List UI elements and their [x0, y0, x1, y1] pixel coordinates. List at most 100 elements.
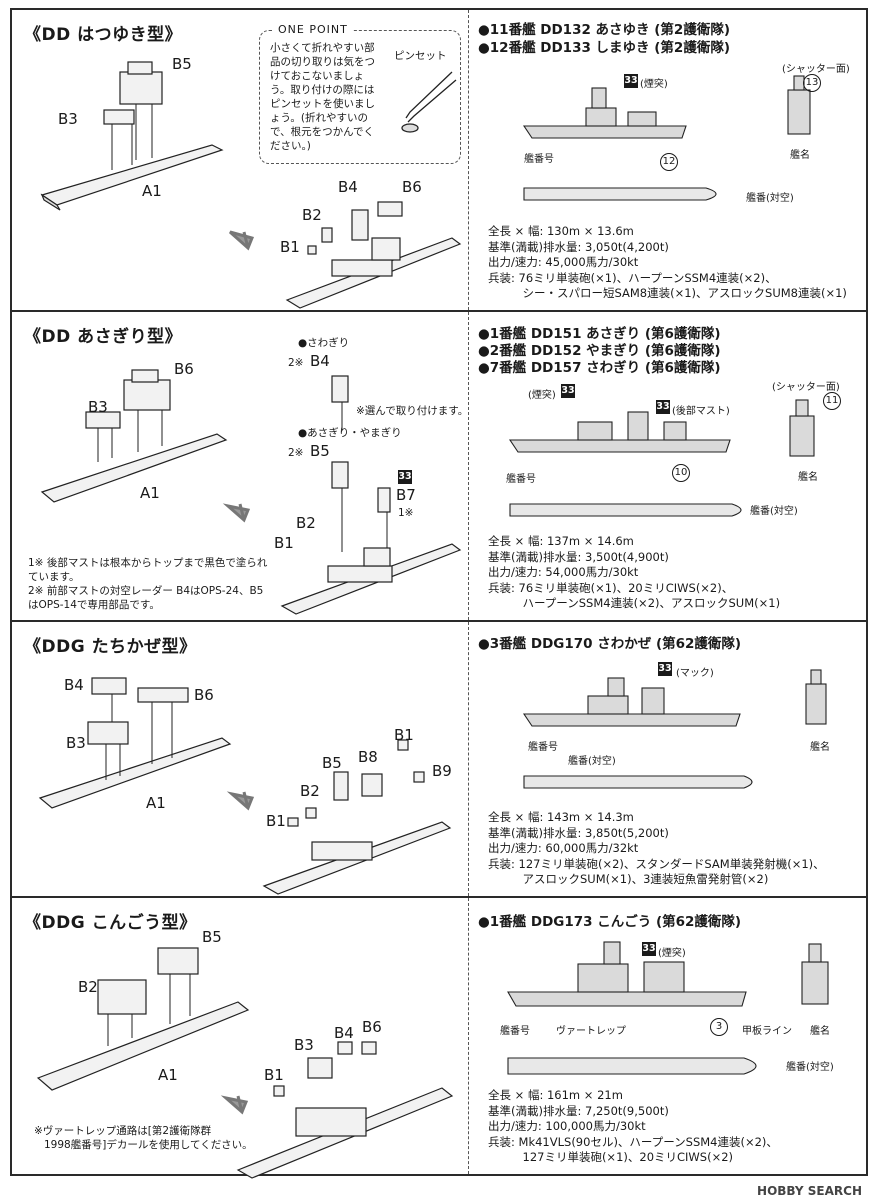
part-label: B6 — [402, 178, 422, 196]
ship-name: ●1番艦 DD151 あさぎり (第6護衛隊) — [478, 326, 721, 342]
variant-note: ●あさぎり・やまぎり — [298, 427, 402, 439]
decal-badge: 33 — [624, 74, 638, 88]
callout-label: 艦名 — [810, 1026, 830, 1037]
ship-name: ●2番艦 DD152 やまぎり (第6護衛隊) — [478, 343, 721, 359]
part-label: B5 — [322, 754, 342, 772]
decal-number: 11 — [823, 392, 841, 410]
part-label: B1 — [264, 1066, 284, 1084]
spec-line: 全長 × 幅: 161m × 21m — [488, 1088, 623, 1102]
part-label: B2 — [296, 514, 316, 532]
part-label: B4 — [334, 1024, 354, 1042]
callout-label: (煙突) — [658, 948, 686, 959]
spec-line: アスロックSUM(×1)、3連装短魚雷発射管(×2) — [488, 872, 769, 886]
spec-line: 兵装: 76ミリ単装砲(×1)、ハープーンSSM4連装(×2)、 — [488, 270, 777, 285]
ship-specs: 全長 × 幅: 137m × 14.6m 基準(満載)排水量: 3,500t(4… — [488, 534, 780, 612]
ship-name: ●7番艦 DD157 さわぎり (第6護衛隊) — [478, 360, 721, 376]
decal-number: 13 — [803, 74, 821, 92]
part-label: A1 — [158, 1066, 178, 1084]
part-label: B2 — [78, 978, 98, 996]
decal-number: 10 — [672, 464, 690, 482]
callout-label: 艦名 — [810, 742, 830, 753]
part-label: B1 — [274, 534, 294, 552]
ship-name: ●11番艦 DD132 あさゆき (第2護衛隊) — [478, 22, 730, 38]
hull-a1-drawing — [40, 61, 462, 309]
one-point-header: ONE POINT — [274, 23, 352, 36]
callout-label: (シャッター面) — [772, 382, 840, 393]
spec-line: 基準(満載)排水量: 3,850t(5,200t) — [488, 825, 669, 840]
callout-label: ヴァートレップ — [556, 1026, 626, 1037]
part-label: B8 — [358, 748, 378, 766]
callout-label: 艦番号 — [524, 154, 554, 165]
section-title: 《DD はつゆき型》 — [24, 25, 183, 45]
callout-label: 艦番(対空) — [786, 1062, 834, 1073]
callout-label: 艦名 — [790, 150, 810, 161]
section-divider — [468, 312, 469, 620]
spec-line: 出力/速力: 60,000馬力/32kt — [488, 841, 639, 855]
callout-label: (マック) — [676, 668, 714, 679]
section-title: 《DDG こんごう型》 — [24, 913, 197, 933]
spec-line: 出力/速力: 100,000馬力/30kt — [488, 1119, 646, 1133]
footnote: 1998艦番号]デカールを使用してください。 — [44, 1139, 253, 1151]
hull-a1-drawing — [40, 369, 462, 615]
part-label: B3 — [294, 1036, 314, 1054]
spec-line: シー・スパロー短SAM8連装(×1)、アスロックSUM8連装(×1) — [488, 286, 847, 300]
decal-number: 12 — [660, 153, 678, 171]
decal-badge: 33 — [656, 400, 670, 414]
spec-line: 基準(満載)排水量: 7,250t(9,500t) — [488, 1103, 669, 1118]
callout-label: 艦名 — [798, 472, 818, 483]
part-label: B5 — [202, 928, 222, 946]
decal-number: 3 — [710, 1018, 728, 1036]
callout-label: 艦番(対空) — [750, 506, 798, 517]
callout-label: (煙突) — [640, 79, 668, 90]
part-label: B2 — [300, 782, 320, 800]
section-hatsuyuki: 《DD はつゆき型》 — [12, 10, 866, 312]
spec-line: 全長 × 幅: 143m × 14.3m — [488, 810, 634, 824]
ship-specs: 全長 × 幅: 143m × 14.3m 基準(満載)排水量: 3,850t(5… — [488, 810, 825, 888]
part-label: A1 — [146, 794, 166, 812]
ship-specs: 全長 × 幅: 130m × 13.6m 基準(満載)排水量: 3,050t(4… — [488, 224, 847, 302]
footnote: 2※ 前部マストの対空レーダー B4はOPS-24、B5はOPS-14で専用部品… — [28, 585, 264, 611]
part-label: B2 — [302, 206, 322, 224]
part-label: B4 — [338, 178, 358, 196]
variant-note: 2※ — [288, 357, 304, 369]
part-label: B4 — [310, 352, 330, 370]
part-label: B5 — [310, 442, 330, 460]
part-label: A1 — [142, 182, 162, 200]
part-label: B6 — [174, 360, 194, 378]
part-label: A1 — [140, 484, 160, 502]
part-label: B1 — [266, 812, 286, 830]
part-label: B3 — [66, 734, 86, 752]
ship-specs: 全長 × 幅: 161m × 21m 基準(満載)排水量: 7,250t(9,5… — [488, 1088, 778, 1166]
callout-label: 艦番(対空) — [568, 756, 616, 767]
variant-note: 1※ — [398, 507, 414, 519]
watermark: HOBBY SEARCH — [757, 1184, 862, 1198]
section-asagiri: 《DD あさぎり型》 — [12, 312, 866, 622]
section-title: 《DD あさぎり型》 — [24, 327, 183, 347]
ship-profile-drawing — [522, 669, 827, 789]
section-tachikaze: 《DDG たちかぜ型》 B4 B6 B — [12, 622, 866, 898]
decal-badge: 33 — [561, 384, 575, 398]
section-kongou: 《DDG こんごう型》 B5 B2 A1 B3 B4 — [12, 898, 866, 1179]
section-title: 《DDG たちかぜ型》 — [24, 637, 197, 657]
decal-badge: 33 — [398, 470, 412, 484]
spec-line: 全長 × 幅: 137m × 14.6m — [488, 534, 634, 548]
callout-label: (後部マスト) — [672, 406, 730, 417]
part-label: B6 — [362, 1018, 382, 1036]
spec-line: 出力/速力: 54,000馬力/30kt — [488, 565, 639, 579]
spec-line: 兵装: 76ミリ単装砲(×1)、20ミリCIWS(×2)、 — [488, 580, 734, 595]
part-label: B5 — [172, 55, 192, 73]
instruction-sheet: 《DD はつゆき型》 — [10, 8, 868, 1179]
hull-a1-drawing — [38, 677, 452, 895]
ship-profile-drawing — [508, 399, 815, 517]
part-label: B4 — [64, 676, 84, 694]
ship-profile-drawing — [507, 941, 829, 1075]
part-label: B7 — [396, 486, 416, 504]
one-point-text: 小さくて折れやすい部品の切り取りは気をつけておこないましょう。取り付けの際にはピ… — [270, 42, 375, 152]
decal-badge: 33 — [642, 942, 656, 956]
callout-label: 艦番号 — [528, 742, 558, 753]
spec-line: 兵装: 127ミリ単装砲(×2)、スタンダードSAM単装発射機(×1)、 — [488, 856, 825, 871]
part-label: B9 — [432, 762, 452, 780]
ship-name: ●12番艦 DD133 しまゆき (第2護衛隊) — [478, 40, 730, 56]
spec-line: 全長 × 幅: 130m × 13.6m — [488, 224, 634, 238]
section-divider — [468, 622, 469, 896]
